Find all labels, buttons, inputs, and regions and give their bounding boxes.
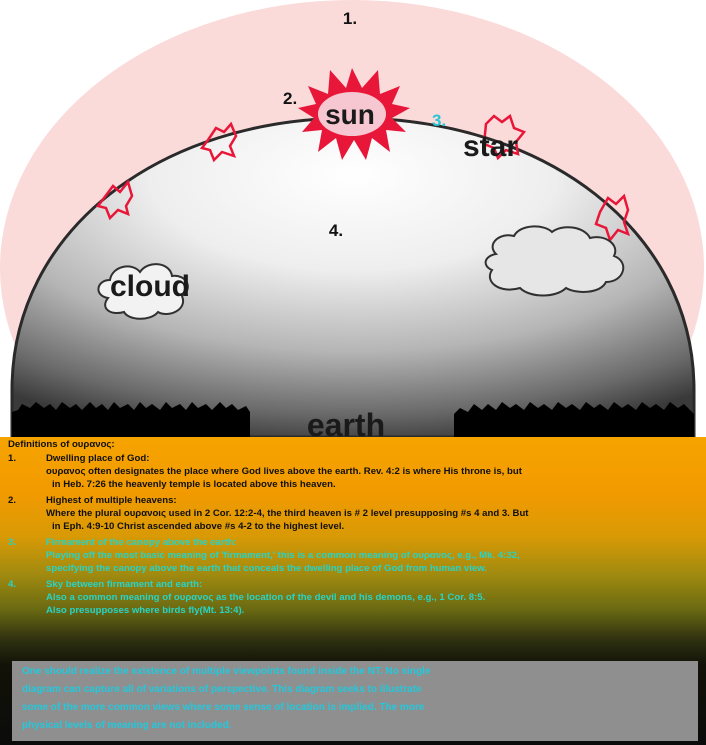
sun-label: sun [325, 99, 375, 130]
earth-silhouette-right [454, 402, 694, 437]
star-outline-right-lower [594, 193, 631, 243]
definition-text: in Heb. 7:26 the heavenly temple is loca… [52, 479, 336, 490]
definition-title: Dwelling place of God: [46, 453, 150, 464]
note-text: diagram can capture all of variations of… [22, 684, 422, 695]
label-level-2: 2. [283, 89, 297, 108]
definition-number: 4. [8, 579, 17, 590]
definitions-panel: Definitions of ουρανος: 1. Dwelling plac… [0, 437, 706, 745]
note-text: some of the more common views where some… [22, 702, 425, 713]
earth-silhouette-left [12, 402, 250, 437]
note-text: One should realize the existence of mult… [22, 666, 431, 677]
definition-text: Also a common meaning of ουρανος as the … [46, 592, 486, 603]
definition-number: 3. [8, 537, 17, 548]
definition-text: Where the plural ουρανοις used in 2 Cor.… [46, 508, 529, 519]
star-outline-left-lower [95, 179, 134, 221]
definition-title: Sky between firmament and earth: [46, 579, 203, 590]
cloud-shape-left [97, 263, 189, 320]
label-level-3: 3. [432, 111, 446, 130]
note-text: physical levels of meaning are not inclu… [22, 720, 232, 731]
definition-title: Highest of multiple heavens: [46, 495, 177, 506]
definition-title: Firmament of the canopy above the earth: [46, 537, 237, 548]
definition-text: Playing off the most basic meaning of 'f… [46, 550, 520, 561]
label-level-1: 1. [343, 9, 357, 28]
star-outline-left-upper [199, 121, 238, 163]
definition-text: specifying the canopy above the earth th… [46, 563, 488, 574]
cloud-shape-right [484, 225, 625, 297]
definition-number: 1. [8, 453, 17, 464]
star-outline-right-upper [482, 113, 527, 161]
label-level-4: 4. [329, 221, 343, 240]
definitions-heading: Definitions of ουρανος: [8, 439, 115, 450]
definition-text: in Eph. 4:9-10 Christ ascended above #s … [52, 521, 345, 532]
definition-text: ουρανος often designates the place where… [46, 466, 522, 477]
star-label: star [463, 130, 518, 163]
definition-number: 2. [8, 495, 17, 506]
sun-core [318, 92, 386, 136]
definition-text: Also presupposes where birds fly(Mt. 13:… [46, 605, 245, 616]
cloud-label: cloud [110, 270, 190, 303]
note-box: One should realize the existence of mult… [12, 661, 698, 741]
